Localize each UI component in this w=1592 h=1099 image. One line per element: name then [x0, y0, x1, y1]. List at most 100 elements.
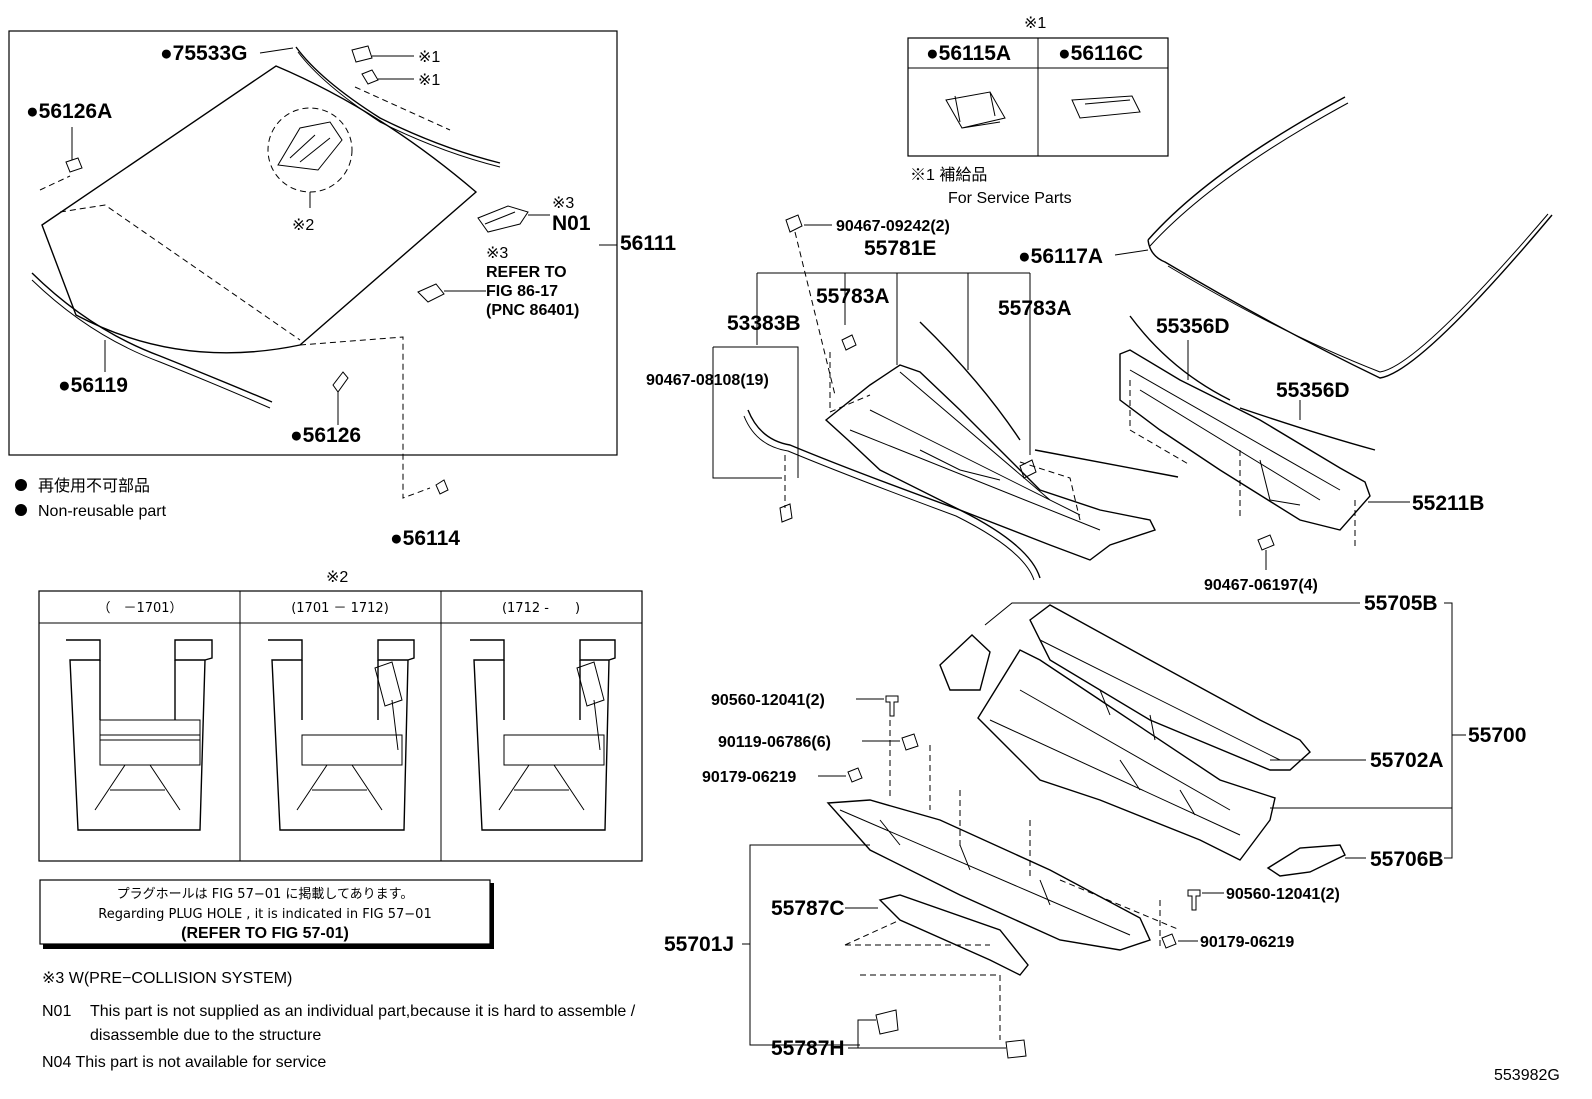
windshield-glass — [41, 65, 478, 354]
variant-header-3: (1712 - ) — [502, 601, 580, 616]
variant-bracket-2 — [268, 639, 415, 831]
seal-55783A — [919, 321, 1021, 441]
label-star2: ※2 — [292, 217, 314, 234]
bracket-N01 — [477, 205, 529, 233]
label-90179-06219-a: 90179-06219 — [702, 769, 796, 786]
cowl-panel-55211B-detail — [1129, 369, 1341, 506]
label-55356D-2: 55356D — [1276, 379, 1350, 402]
bracket-55705B-left — [939, 634, 991, 691]
top-moulding-75533G — [295, 46, 501, 164]
sensor-detail-circle — [267, 107, 353, 193]
plug-note-ref: (REFER TO FIG 57-01) — [181, 925, 349, 942]
clip-56126 — [332, 371, 349, 393]
label-56114: ●56114 — [390, 527, 460, 550]
nut-90179-06219-a — [847, 767, 863, 783]
cowl-louver-55781E — [824, 364, 1156, 561]
service-note-jp: ※1 補給品 — [910, 166, 987, 184]
plug-note-jp: プラグホールは FIG 57−01 に掲載してあります。 — [117, 886, 414, 902]
label-55787H: 55787H — [771, 1037, 845, 1060]
cowl-louver-dashes — [829, 352, 1081, 521]
label-90119-06786: 90119-06786(6) — [718, 734, 831, 751]
service-box-mark: ※1 — [1024, 15, 1046, 32]
label-55783A-1: 55783A — [816, 285, 890, 308]
variant-header-1: （ －1701） — [97, 601, 182, 616]
panel-55787C-dashes — [844, 919, 1001, 1040]
locator-dash-1 — [354, 86, 451, 131]
service-box-col1: ●56115A — [926, 42, 1011, 65]
bolt-90560-12041-b — [1187, 889, 1201, 911]
footnote-n04: N04 This part is not available for servi… — [42, 1054, 326, 1071]
label-refer3: (PNC 86401) — [486, 302, 579, 319]
bracket-55706B — [1266, 844, 1346, 877]
leader-55705B — [984, 602, 1360, 626]
variant-bracket-1 — [66, 639, 213, 831]
label-56126A: ●56126A — [26, 100, 112, 123]
label-90467-09242: 90467-09242(2) — [836, 218, 950, 235]
label-55781E: 55781E — [864, 237, 936, 260]
footnote-n01-line2: disassemble due to the structure — [90, 1027, 321, 1044]
label-90560-12041-a: 90560-12041(2) — [711, 692, 825, 709]
leader-55787H — [848, 1019, 1006, 1049]
clip-service-1 — [351, 45, 373, 63]
bracket-90467-08108 — [712, 346, 799, 479]
cowl-louver-detail — [849, 371, 1101, 531]
label-star1b: ※1 — [418, 72, 440, 89]
label-90467-08108: 90467-08108(19) — [646, 372, 769, 389]
windshield-print-line — [59, 204, 301, 341]
cowl-panel-55211B — [1119, 349, 1371, 531]
label-56126: ●56126 — [290, 424, 361, 447]
cowl-lower-55701J — [826, 799, 1151, 951]
service-note-en: For Service Parts — [948, 190, 1072, 207]
hose-53383B-inner — [743, 415, 1035, 581]
panel-55705B-detail — [1039, 639, 1281, 761]
plug-note-en: Regarding PLUG HOLE , it is indicated in… — [98, 907, 431, 922]
variant-bracket-3 — [470, 639, 616, 831]
footnote-n01-line1: This part is not supplied as an individu… — [90, 1003, 636, 1020]
side-moulding-inner — [31, 279, 271, 409]
clip-90467-09242 — [785, 214, 803, 233]
variant-table-frame — [38, 590, 643, 862]
footnote-star3: ※3 W(PRE−COLLISION SYSTEM) — [42, 970, 292, 987]
clip-service-2 — [361, 69, 379, 85]
hood-seal-inner — [1149, 102, 1549, 373]
windshield-group-frame — [8, 30, 618, 456]
label-star1a: ※1 — [418, 49, 440, 66]
top-moulding-inner — [297, 51, 501, 168]
footnote-n01-code: N01 — [42, 1003, 71, 1020]
clip-56126A — [65, 157, 83, 173]
label-star3b: ※3 — [486, 245, 508, 262]
hose-53383B — [747, 409, 1041, 579]
clip-55783A-1 — [841, 334, 857, 351]
clip-55787H-1 — [875, 1009, 899, 1035]
label-refer1: REFER TO — [486, 264, 567, 281]
locator-dash-3 — [299, 336, 431, 499]
label-55211B: 55211B — [1412, 492, 1484, 515]
seal-55356D-2 — [1239, 407, 1376, 451]
hood-seal-56117A — [1147, 96, 1553, 379]
label-56119: ●56119 — [58, 374, 128, 397]
clip-90467-08108 — [779, 503, 793, 523]
label-56111: 56111 — [620, 232, 676, 255]
cowl-lower-55701J-detail — [839, 809, 1131, 936]
label-55783A-2: 55783A — [998, 297, 1072, 320]
service-box-col2: ●56116C — [1058, 42, 1143, 65]
clip-55787H-2 — [1005, 1039, 1027, 1059]
dash-90467-09242 — [794, 231, 836, 396]
bracket-55701J — [742, 844, 870, 1046]
label-53383B: 53383B — [727, 312, 801, 335]
clip-90467-06197 — [1257, 534, 1275, 551]
legend-non-reusable-jp: 再使用不可部品 — [38, 477, 150, 495]
label-refer2: FIG 86-17 — [486, 283, 558, 300]
label-55356D-1: 55356D — [1156, 315, 1230, 338]
panel-55787C — [878, 894, 1029, 976]
label-star3a: ※3 — [552, 195, 574, 212]
label-90179-06219-b: 90179-06219 — [1200, 934, 1294, 951]
label-55706B: 55706B — [1370, 848, 1444, 871]
clip-55783A-2 — [1019, 459, 1037, 479]
bolt-90119-06786 — [901, 733, 919, 751]
label-55702A: 55702A — [1370, 749, 1444, 772]
legend-dot-1 — [15, 479, 27, 491]
panel-55702A — [977, 649, 1276, 861]
side-moulding-56119 — [31, 272, 273, 403]
